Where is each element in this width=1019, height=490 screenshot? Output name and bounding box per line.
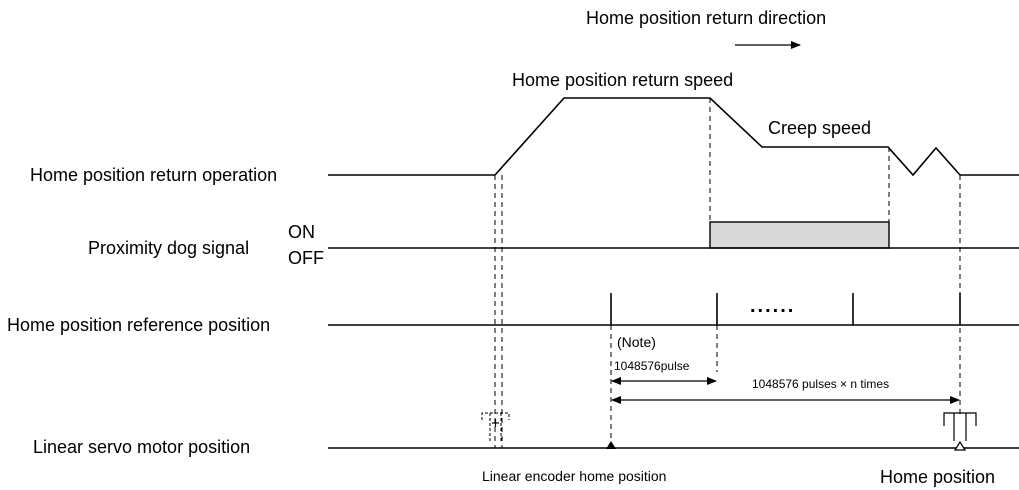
motor-start-ghost-icon	[481, 412, 510, 442]
reference-ellipsis: ......	[750, 295, 795, 317]
signal-on-label: ON	[288, 222, 315, 242]
single-pulse-label: 1048576pulse	[614, 359, 690, 373]
signal-off-label: OFF	[288, 248, 324, 268]
creep-speed-label: Creep speed	[768, 118, 871, 138]
motor-position-row-label: Linear servo motor position	[33, 437, 250, 457]
direction-title: Home position return direction	[586, 8, 826, 28]
home-position-label: Home position	[880, 467, 995, 487]
dog-signal-on-pulse	[709, 221, 890, 249]
reference-row-label: Home position reference position	[7, 315, 270, 335]
speed-profile-line	[328, 97, 1019, 177]
return-speed-label: Home position return speed	[512, 70, 733, 90]
multi-pulse-label: 1048576 pulses × n times	[752, 377, 889, 391]
motor-home-icon	[943, 412, 977, 451]
dog-signal-row-label: Proximity dog signal	[88, 238, 249, 258]
encoder-home-marker-icon	[606, 441, 616, 449]
operation-row-label: Home position return operation	[30, 165, 277, 185]
encoder-home-label: Linear encoder home position	[482, 468, 666, 484]
note-label: (Note)	[617, 334, 656, 350]
